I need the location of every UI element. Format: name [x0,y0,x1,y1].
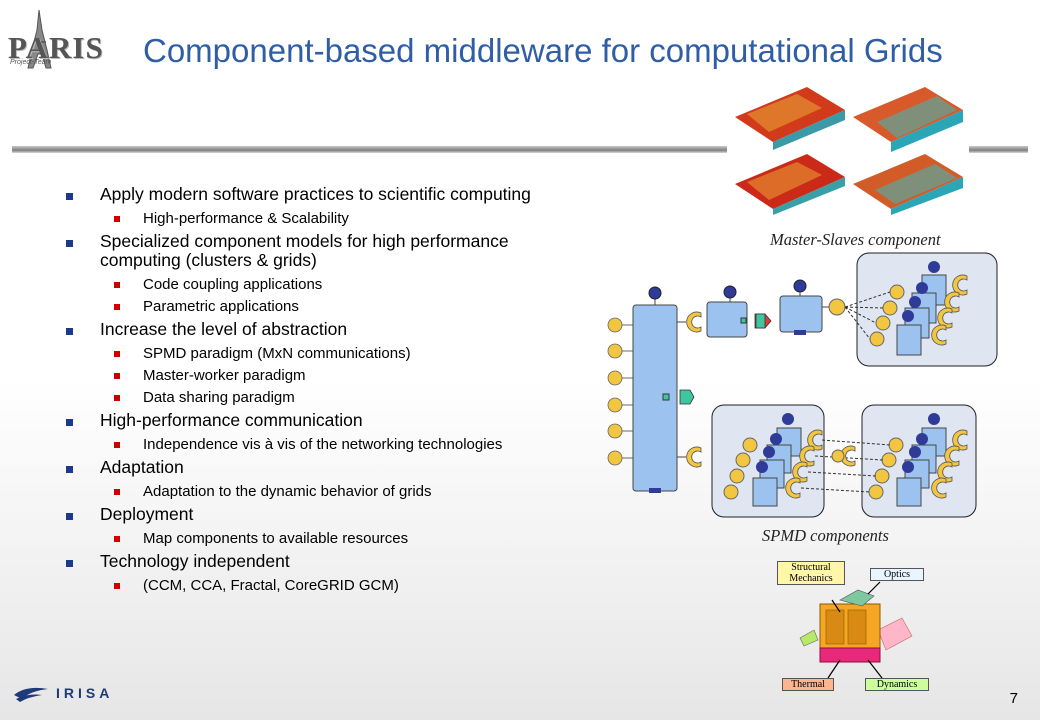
bullet-item: Deployment [66,505,586,524]
plot-3 [735,154,845,215]
bullet-item: Increase the level of abstraction [66,320,586,339]
simulation-plots-image [727,82,969,216]
optics-label: Optics [870,568,924,581]
structural-mechanics-label: Structural Mechanics [777,561,845,585]
sub-bullet-item: Adaptation to the dynamic behavior of gr… [66,483,586,500]
paris-logo: PARIS Project-Team [6,6,106,72]
sub-bullet-item: Master-worker paradigm [66,367,586,384]
sub-bullet-item: (CCM, CCA, Fractal, CoreGRID GCM) [66,577,586,594]
page-number: 7 [1009,690,1018,707]
sub-bullet-item: Data sharing paradigm [66,389,586,406]
spmd-caption: SPMD components [762,526,889,545]
logo-subtext: Project-Team [10,59,52,66]
master-slaves-caption: Master-Slaves component [770,230,941,249]
irisa-logo: IRISA [12,683,122,705]
multiphysics-figure: Structural Mechanics Optics Thermal Dyna… [770,560,930,700]
sub-bullet-item: High-performance & Scalability [66,210,586,227]
component-diagram [607,252,998,518]
title-divider [12,146,1028,153]
plot-2 [853,87,963,152]
bullet-item: Specialized component models for high pe… [66,232,586,270]
sub-bullet-item: Map components to available resources [66,530,586,547]
bullet-list: Apply modern software practices to scien… [66,185,586,599]
plot-4 [853,154,963,215]
bullet-item: Adaptation [66,458,586,477]
dynamics-label: Dynamics [865,678,929,691]
bullet-item: Apply modern software practices to scien… [66,185,586,204]
slide-title: Component-based middleware for computati… [143,32,943,69]
irisa-text: IRISA [56,685,114,701]
sub-bullet-item: Parametric applications [66,298,586,315]
eiffel-tower-icon [27,9,52,69]
bullet-item: Technology independent [66,552,586,571]
sub-bullet-item: SPMD paradigm (MxN communications) [66,345,586,362]
slave-stack [869,261,968,356]
bullet-item: High-performance communication [66,411,586,430]
sub-bullet-item: Code coupling applications [66,276,586,293]
plot-1 [735,87,845,150]
irisa-swoosh-icon [14,687,48,702]
logo-text: PARIS [8,30,104,65]
thermal-label: Thermal [782,678,834,691]
sub-bullet-item: Independence vis à vis of the networking… [66,436,586,453]
